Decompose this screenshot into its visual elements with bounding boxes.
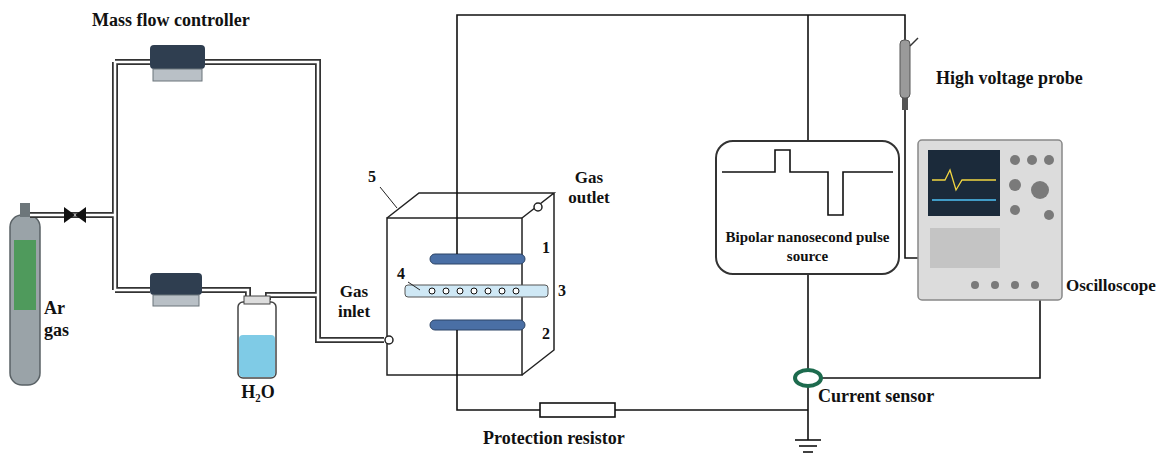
mass-flow-controller-base [153,295,199,306]
particles [429,288,519,294]
screen-trace [932,199,996,200]
leader-line [380,187,397,208]
knob [1010,205,1020,215]
bottle-stopper [244,296,270,304]
valve-symbol [64,207,86,223]
electrode-2 [430,320,525,330]
particle [471,288,477,294]
particle [429,288,435,294]
current-sensor [795,370,821,386]
gas-outlet-port [534,203,542,211]
part-label: Mass flow controller [92,10,250,32]
mass-flow-controller [150,273,202,295]
input-port [971,281,979,289]
high-voltage-probe [900,40,910,98]
cylinder-label [14,240,36,310]
electrode-1 [430,254,525,264]
wire [822,300,1040,378]
reactor-chamber [387,193,554,375]
knob [1010,155,1020,165]
gas-pipe-outer [30,62,384,340]
wire [807,15,809,140]
oscilloscope-screen [928,150,1000,216]
water [239,335,275,377]
part-label: Gas outlet [559,168,619,209]
node-text: Bipolar nanosecond pulse source [723,228,892,266]
callout-number: 3 [558,281,566,300]
chamber-edges [387,193,554,375]
particle [457,288,463,294]
part-label: Protection resistor [483,428,625,450]
button-panel [930,228,1000,268]
part-label: Gas inlet [326,282,382,323]
wire [457,15,905,254]
gas-inlet-port [385,336,393,344]
cylinder-neck [20,203,30,217]
knob [1009,179,1021,191]
part-label: Current sensor [818,386,934,408]
particle [443,288,449,294]
probe-hook [910,38,918,46]
screen-trace [932,170,996,190]
mass-flow-controller-base [153,69,202,81]
knob [1044,155,1054,165]
bubbler-bottle [238,302,276,378]
callout-number: 2 [542,324,550,343]
probe-cable [905,110,918,258]
bipolar-pulse-waveform [722,150,893,215]
wire [807,275,809,440]
ground-line [799,445,817,447]
wire [457,330,808,410]
part-label: High voltage probe [936,68,1083,90]
knob [1044,210,1054,220]
input-port [991,281,999,289]
part-label: Oscilloscope [1066,276,1156,296]
part-label: H₂O [236,382,280,404]
particle [485,288,491,294]
resistor-symbol [540,403,615,417]
knob [1031,181,1049,199]
part-label: Ar gas [44,298,82,341]
pulse-source-box: Bipolar nanosecond pulse source [715,140,900,275]
gas-pipe [30,62,384,340]
callout-number: 5 [368,167,376,186]
leader-line [408,282,420,290]
dielectric-plate [405,285,548,297]
oscilloscope-knobs [971,155,1054,289]
gas-pipe [30,62,384,340]
ground-symbol [795,440,821,452]
ground-line [803,451,813,453]
oscilloscope [918,140,1062,300]
callout-number: 1 [542,238,550,257]
particle [499,288,505,294]
input-port [1011,281,1019,289]
input-port [1031,281,1039,289]
gas-pipe-inner [30,62,384,340]
callout-number: 4 [397,264,405,283]
knob [1027,155,1037,165]
gas-cylinder [10,215,40,385]
mass-flow-controller [150,45,205,69]
particle [513,288,519,294]
ground-line [795,439,821,441]
probe-handle [902,98,908,110]
